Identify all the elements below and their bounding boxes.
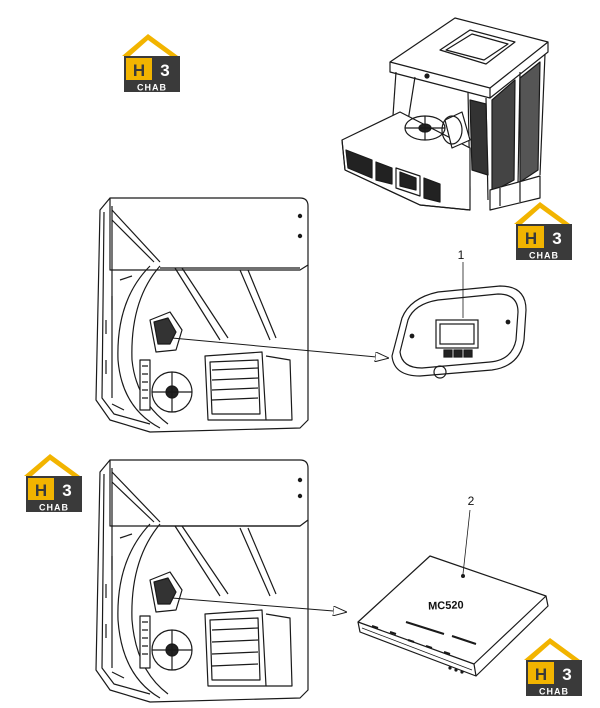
brand-logo-mid-right: H 3 CHAB	[514, 202, 572, 261]
svg-text:H: H	[133, 61, 145, 80]
cab-interior-view-1	[95, 197, 388, 433]
callout-2: 2	[468, 494, 475, 508]
brand-logo-mid-left: H 3 CHAB	[24, 454, 82, 513]
svg-text:3: 3	[62, 481, 71, 500]
svg-text:CHAB: CHAB	[539, 687, 569, 697]
svg-text:3: 3	[552, 229, 561, 248]
svg-text:CHAB: CHAB	[137, 83, 167, 93]
brand-logo-top-left: H 3 CHAB	[122, 34, 180, 93]
cab-interior-view-2	[95, 459, 346, 703]
svg-text:H: H	[35, 481, 47, 500]
svg-text:H: H	[525, 229, 537, 248]
cab-isometric-view	[341, 17, 549, 211]
callout-1: 1	[458, 248, 465, 262]
controller-model-label: MC520	[428, 599, 464, 612]
display-unit-part-1	[391, 262, 527, 379]
svg-text:CHAB: CHAB	[39, 503, 69, 513]
svg-text:CHAB: CHAB	[529, 251, 559, 261]
svg-text:3: 3	[562, 665, 571, 684]
svg-text:H: H	[535, 665, 547, 684]
svg-text:3: 3	[160, 61, 169, 80]
brand-logo-bottom-right: H 3 CHAB	[524, 638, 582, 697]
controller-unit-part-2	[357, 509, 549, 677]
